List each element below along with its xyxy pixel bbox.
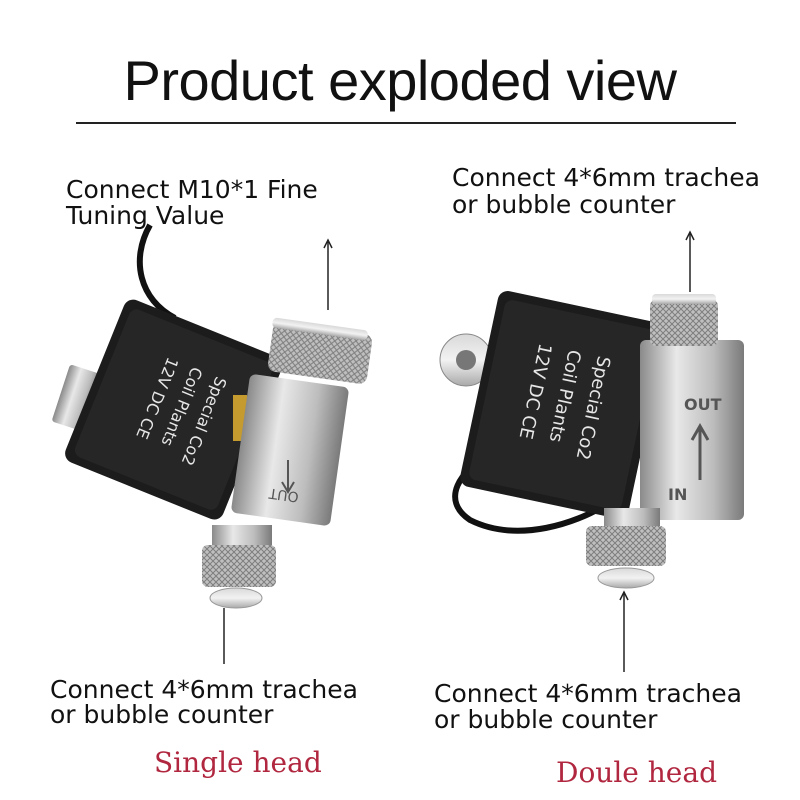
left-body-marking: OUT bbox=[268, 484, 300, 504]
right-bottom-knob bbox=[586, 526, 666, 566]
left-bottom-collar bbox=[212, 525, 272, 547]
right-flow-arrow-icon bbox=[690, 422, 710, 480]
right-bottom-label-line1: Connect 4*6mm trachea bbox=[434, 679, 742, 708]
right-bottom-nozzle bbox=[597, 567, 655, 589]
right-bottom-label-line2: or bubble counter bbox=[434, 705, 658, 734]
right-top-label-line2: or bubble counter bbox=[452, 190, 676, 219]
right-valve-body bbox=[640, 340, 744, 520]
left-cable bbox=[136, 223, 177, 321]
right-top-knob bbox=[650, 300, 718, 346]
right-coil: Special Co2 Coil Plants 12V DC CE bbox=[460, 291, 667, 519]
left-bottom-knob bbox=[202, 545, 276, 587]
left-coil: Special Co2 Coil Plants 12V DC CE bbox=[65, 299, 283, 520]
left-bottom-label-line1: Connect 4*6mm trachea bbox=[50, 675, 358, 704]
left-bottom-label-line2: or bubble counter bbox=[50, 700, 274, 729]
left-bottom-nozzle bbox=[209, 587, 263, 609]
right-body-in: IN bbox=[668, 485, 687, 504]
right-solenoid-valve: Special Co2 Coil Plants 12V DC CE OUT IN bbox=[439, 230, 744, 672]
right-bottom-collar bbox=[604, 508, 660, 530]
left-top-label-line2: Tuning Value bbox=[66, 201, 225, 230]
left-solenoid-valve: Special Co2 Coil Plants 12V DC CE OUT bbox=[52, 223, 372, 664]
page-title: Product exploded view bbox=[123, 49, 677, 112]
left-valve-body bbox=[231, 374, 349, 526]
title-underline bbox=[76, 122, 736, 124]
left-top-label-line1: Connect M10*1 Fine bbox=[66, 175, 318, 204]
left-flow-arrow-icon bbox=[281, 460, 295, 494]
right-body-out: OUT bbox=[684, 395, 722, 414]
right-caption: Doule head bbox=[556, 756, 717, 789]
left-caption: Single head bbox=[154, 746, 322, 779]
right-top-label-line1: Connect 4*6mm trachea bbox=[452, 163, 760, 192]
